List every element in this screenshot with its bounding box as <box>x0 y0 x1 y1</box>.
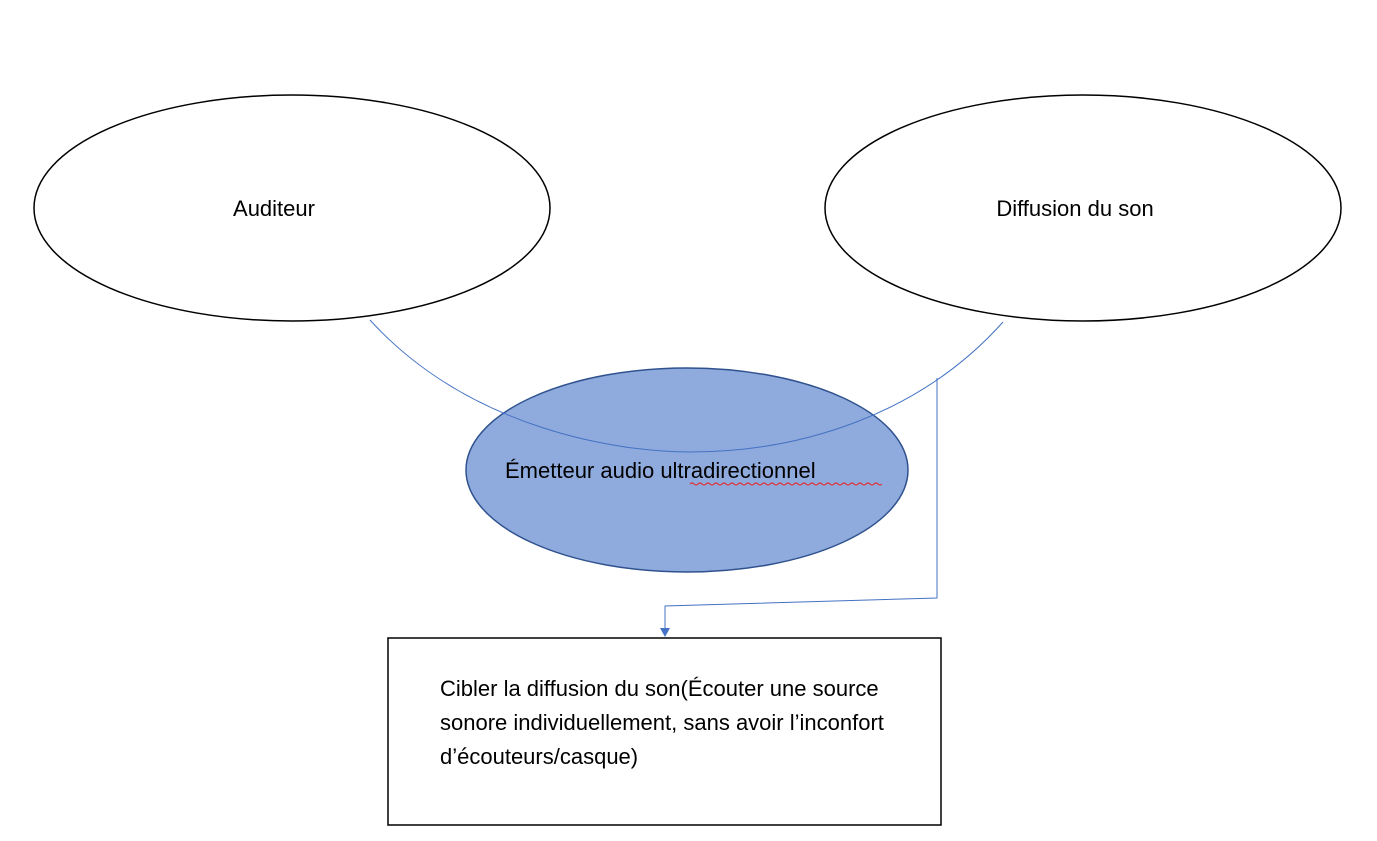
node-goal-label: Cibler la diffusion du son(Écouter une s… <box>440 676 884 769</box>
node-auditeur-label: Auditeur <box>233 196 315 221</box>
node-emetteur-label-part2: ultradirectionnel <box>660 458 815 483</box>
node-emetteur-label: Émetteur audio ultradirectionnel <box>505 458 816 483</box>
connector-arc[interactable] <box>369 319 1004 453</box>
node-diffusion-du-son-label: Diffusion du son <box>996 196 1153 221</box>
connector-elbow[interactable] <box>664 378 938 630</box>
node-auditeur[interactable]: Auditeur <box>33 94 551 322</box>
connector-arrowhead <box>660 628 670 637</box>
spellcheck-underline <box>689 482 883 486</box>
node-emetteur-label-part1: Émetteur audio <box>505 458 660 483</box>
node-auditeur-shape <box>33 94 551 322</box>
node-diffusion-du-son[interactable]: Diffusion du son <box>824 94 1342 322</box>
node-emetteur-shape <box>465 367 909 573</box>
node-diffusion-du-son-shape <box>824 94 1342 322</box>
node-emetteur[interactable]: Émetteur audio ultradirectionnel <box>465 367 909 573</box>
node-goal-box[interactable] <box>387 637 942 826</box>
